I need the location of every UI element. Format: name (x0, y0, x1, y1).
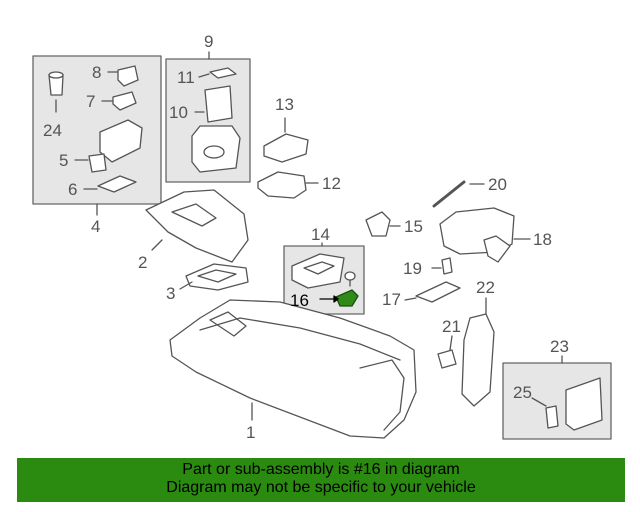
storage-bin-shape (99, 119, 143, 163)
callout-24: 24 (43, 121, 62, 140)
part-5-shape (88, 153, 107, 173)
callout-12: 12 (322, 174, 341, 193)
footer-banner: Part or sub-assembly is #16 in diagram D… (17, 458, 625, 502)
footer-line-1: Part or sub-assembly is #16 in diagram (182, 461, 460, 478)
parts-diagram: 24 8 7 5 6 4 9 11 10 13 12 2 3 1 14 16 1… (32, 32, 612, 442)
part-16-shape (335, 289, 359, 307)
callout-3: 3 (166, 284, 175, 303)
callout-19: 19 (403, 259, 422, 278)
part-1-shape (169, 299, 417, 439)
part-19-shape (441, 257, 453, 275)
callout-16: 16 (290, 291, 309, 310)
part-14-knob-shape (344, 271, 356, 281)
part-8-shape (117, 65, 139, 87)
part-25-shape (545, 405, 559, 429)
callout-1: 1 (246, 423, 255, 442)
callout-14: 14 (311, 225, 330, 244)
part-20-shape (432, 180, 466, 208)
footer-line-2: Diagram may not be specific to your vehi… (166, 479, 476, 496)
callout-labels: 24 8 7 5 6 4 9 11 10 13 12 2 3 1 14 16 1… (43, 32, 569, 442)
part-11-shape (209, 67, 237, 79)
callout-5: 5 (59, 151, 68, 170)
callout-4: 4 (91, 217, 100, 236)
part-10-shape (204, 85, 233, 123)
callout-15: 15 (404, 217, 423, 236)
callout-18: 18 (533, 230, 552, 249)
callout-11: 11 (177, 68, 195, 87)
callout-23: 23 (550, 337, 569, 356)
part-6-shape (97, 175, 137, 193)
part-21-shape (437, 349, 457, 369)
cup-holder-base-shape (191, 125, 241, 173)
callout-2: 2 (138, 253, 147, 272)
callout-21: 21 (442, 317, 461, 336)
callout-25: 25 (513, 383, 532, 402)
callout-6: 6 (68, 180, 77, 199)
callout-20: 20 (488, 175, 507, 194)
callout-9: 9 (204, 32, 213, 51)
callout-8: 8 (92, 63, 101, 82)
callout-10: 10 (169, 103, 188, 122)
part-3-shape (185, 263, 249, 291)
part-23-panel-shape (565, 377, 603, 431)
part-12-shape (257, 171, 307, 199)
part-14-tray-shape (291, 253, 345, 289)
part-24-shape (48, 71, 64, 96)
callout-17: 17 (382, 290, 401, 309)
part-2-shape (145, 189, 249, 263)
part-13-shape (263, 133, 309, 163)
part-17-shape (415, 281, 461, 303)
callout-7: 7 (86, 92, 95, 111)
part-7-shape (112, 91, 137, 111)
callout-13: 13 (275, 95, 294, 114)
part-15-shape (365, 211, 391, 237)
callout-22: 22 (476, 278, 495, 297)
part-22-shape (461, 313, 495, 407)
